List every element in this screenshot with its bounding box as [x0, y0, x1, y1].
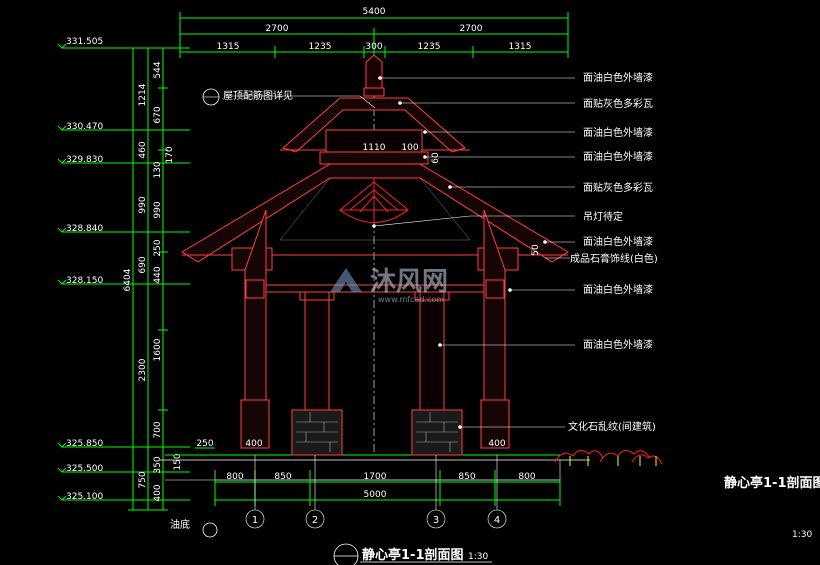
- dim-left-outer-3: 990: [138, 196, 148, 213]
- dim-left-inner-9: 700: [153, 421, 163, 438]
- dim-left-outer-6: 750: [138, 471, 148, 488]
- dim-left-outer-2: 460: [138, 141, 148, 158]
- dim-left-inner-2: 670: [153, 106, 163, 123]
- dim-bottom-1: 800: [226, 472, 243, 482]
- shrubs: [554, 450, 663, 465]
- dim-half-left: 2700: [266, 24, 289, 34]
- dim-left-outer-5: 2300: [138, 358, 148, 381]
- dim-half-right: 2700: [460, 24, 483, 34]
- axis-3: 3: [433, 515, 439, 526]
- level-1: 331.505: [66, 37, 103, 47]
- note-9: 面油白色外墙漆: [583, 283, 653, 296]
- dim-seg-3: 300: [365, 42, 382, 52]
- dim-left-inner-8: 1600: [153, 338, 163, 361]
- note-2: 面贴灰色多彩瓦: [583, 97, 653, 110]
- dim-left-inner-11: 400: [153, 484, 163, 501]
- dim-bottom-total: 5000: [364, 490, 387, 500]
- dim-left-inner-3: 170: [165, 146, 175, 163]
- watermark-url: www.mfcad.com: [378, 295, 444, 304]
- note-leaders: [225, 77, 575, 428]
- drawing-scale: 1:30: [468, 552, 488, 562]
- axis-lines: [245, 455, 507, 529]
- note-8: 成品石膏饰线(白色): [570, 252, 658, 265]
- level-8: 325.100: [66, 492, 103, 502]
- left-dimensions: [128, 47, 168, 511]
- plinth-ref-bubble: [202, 522, 218, 538]
- axis-1: 1: [252, 515, 258, 526]
- dim-left-inner-4: 130: [153, 161, 163, 178]
- level-7: 325.500: [66, 464, 103, 474]
- pavilion-structure: [181, 54, 569, 456]
- title-symbol: [333, 543, 492, 565]
- note-7: 面油白色外墙漆: [583, 235, 653, 248]
- level-marks: [57, 43, 190, 501]
- level-3: 329.830: [66, 155, 103, 165]
- dim-seg-1: 1315: [217, 42, 240, 52]
- dim-wall-right: 400: [488, 439, 505, 449]
- chandelier: [338, 178, 410, 225]
- level-4: 328.840: [66, 224, 103, 234]
- dim-bottom-4: 850: [458, 472, 475, 482]
- dim-60: 60: [431, 152, 441, 164]
- watermark-brand: 沐风网: [370, 267, 448, 297]
- dim-left-inner-10: 350: [153, 456, 163, 473]
- top-dimensions: [179, 12, 569, 58]
- dim-left-total: 6404: [123, 268, 133, 291]
- drawing-title: 静心亭1-1剖面图: [362, 547, 464, 563]
- dim-seg-5: 1315: [509, 42, 532, 52]
- dim-ridge-width: 1110: [363, 143, 386, 153]
- note-1: 面油白色外墙漆: [583, 71, 653, 84]
- dim-bottom-5: 800: [518, 472, 535, 482]
- level-6: 325.850: [66, 439, 103, 449]
- dim-step: 250: [196, 439, 213, 449]
- dim-left-outer-4: 690: [138, 256, 148, 273]
- pedestal-stone-pattern: [296, 412, 458, 452]
- side-scale: 1:30: [792, 530, 812, 540]
- axis-2: 2: [312, 515, 318, 526]
- roof-detail-note: 屋顶配筋图详见: [223, 89, 293, 102]
- interior-hatch: [279, 177, 471, 241]
- plinth-label: 油底: [170, 518, 190, 531]
- note-6: 吊灯待定: [583, 210, 623, 223]
- foundation-outline: [214, 460, 561, 481]
- watermark: 沐风网 www.mfcad.com: [330, 267, 448, 304]
- note-4: 面油白色外墙漆: [583, 150, 653, 163]
- watermark-logo-icon: [330, 268, 362, 292]
- note-dots: [372, 76, 547, 429]
- dim-wall-left: 400: [245, 439, 262, 449]
- note-10: 面油白色外墙漆: [583, 338, 653, 351]
- shrub-trunks: [569, 456, 657, 466]
- dim-bottom-2: 850: [274, 472, 291, 482]
- level-5: 328.150: [66, 276, 103, 286]
- dim-left-inner-7: 440: [153, 266, 163, 283]
- note-3: 面油白色外墙漆: [583, 126, 653, 139]
- dim-bottom-3: 1700: [364, 472, 387, 482]
- dim-left-inner-5: 990: [153, 201, 163, 218]
- dim-100: 100: [401, 143, 418, 153]
- dim-total-top: 5400: [363, 7, 386, 17]
- note-11: 文化石乱纹(间建筑): [568, 420, 656, 433]
- note-5: 面贴灰色多彩瓦: [583, 181, 653, 194]
- dim-seg-4: 1235: [418, 42, 441, 52]
- dim-seg-2: 1235: [309, 42, 332, 52]
- dim-left-small: 150: [173, 453, 183, 470]
- side-title: 静心亭1-1剖面图: [724, 475, 820, 491]
- level-2: 330.470: [66, 122, 103, 132]
- axis-4: 4: [494, 515, 500, 526]
- dim-50: 50: [531, 244, 541, 256]
- dim-left-inner-1: 544: [153, 61, 163, 78]
- dim-left-inner-6: 250: [153, 239, 163, 256]
- dim-left-outer-1: 1214: [138, 83, 148, 106]
